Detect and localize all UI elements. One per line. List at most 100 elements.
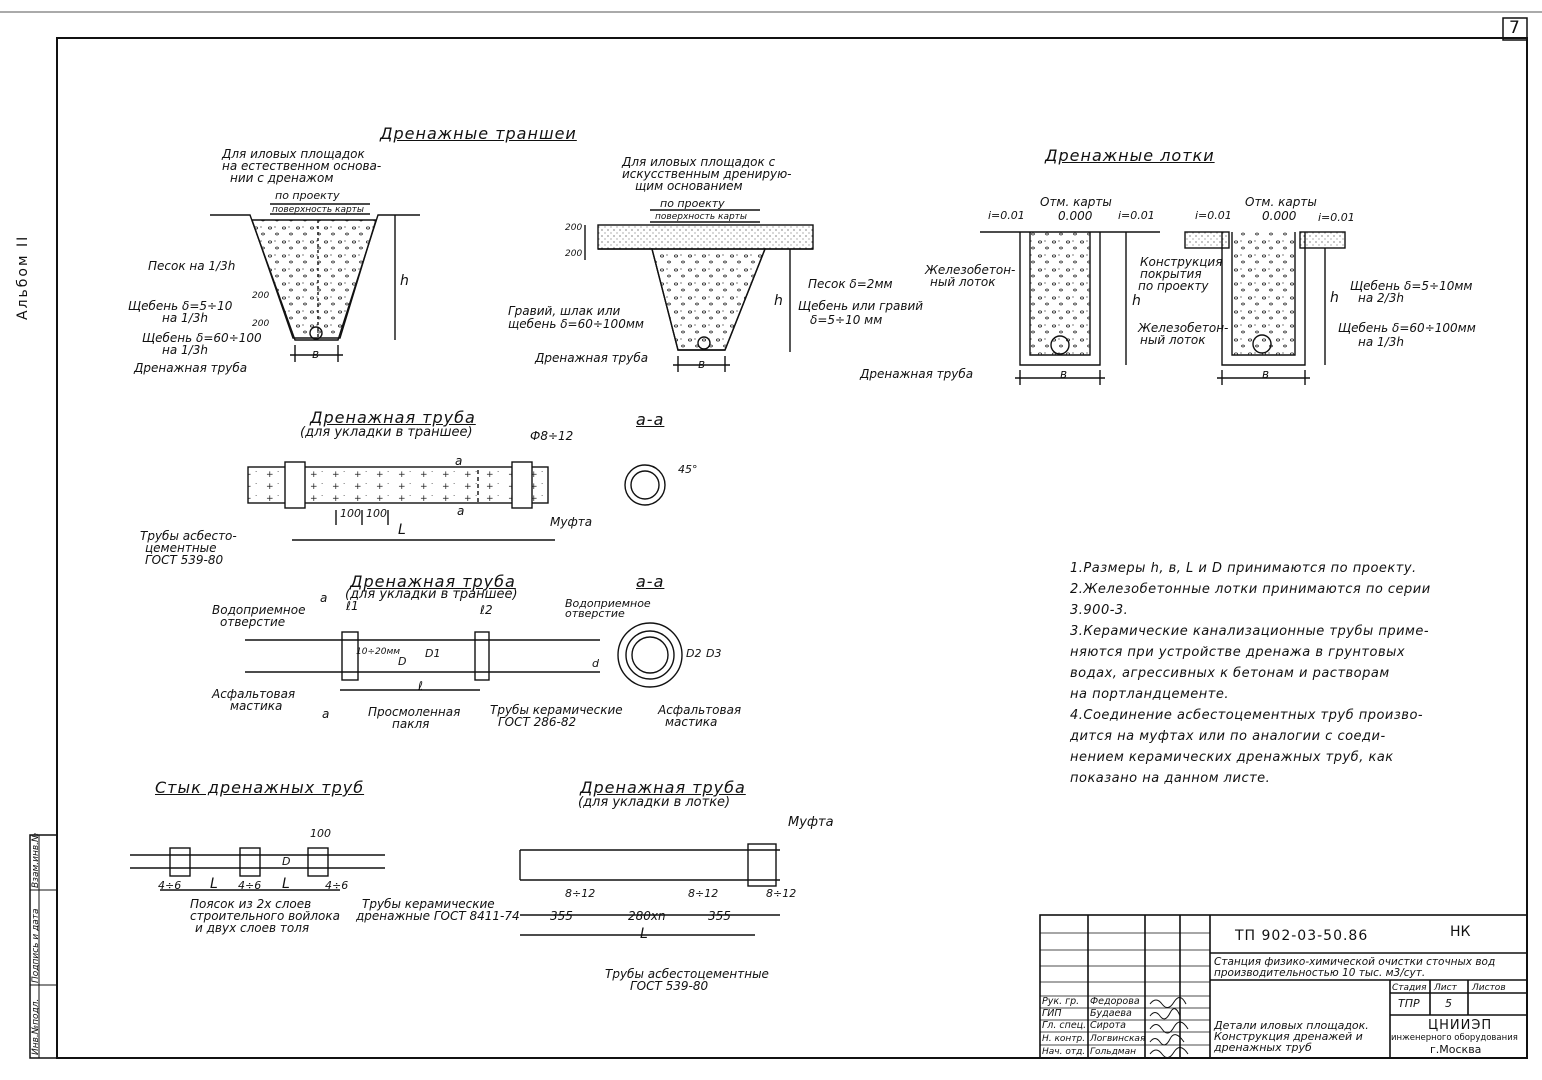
note-line: на портландцементе. [1070, 687, 1229, 702]
title-drawing-a: Детали иловых площадок. [1214, 1019, 1369, 1032]
pipe3-d812a: 8÷12 [565, 887, 596, 900]
pipe2-a-top: а [320, 591, 328, 605]
pipe1-pipes-a: Трубы асбесто- [140, 529, 237, 543]
title-code: ТП 902-03-50.86 [1235, 928, 1369, 944]
pipe2-asphalt2-a: Асфальтовая [658, 703, 742, 717]
joint-belt-b: строительного войлока [190, 909, 340, 923]
tray2-cover-a: Конструкция [1140, 255, 1223, 269]
trench2-gravel: Гравий, шлак или [508, 304, 621, 318]
joint-La: L [210, 876, 218, 892]
pipe3-d812b: 8÷12 [688, 887, 719, 900]
trench1-pipe: Дренажная труба [134, 361, 248, 375]
trench1-h: h [400, 273, 409, 289]
person-name: Федорова [1090, 996, 1140, 1007]
tray1-pipe: Дренажная труба [860, 367, 974, 381]
pipe2-asphalt2-b: мастика [665, 715, 718, 729]
joint-D: D [282, 855, 291, 868]
tray1-zero: 0.000 [1058, 209, 1093, 223]
trench2-by-project: по проекту [660, 197, 725, 210]
pipe1-angle: 45° [678, 463, 698, 476]
note-line: 3.900-3. [1070, 603, 1129, 618]
pipe3-d355b: 355 [708, 909, 731, 923]
note-line: 1.Размеры h, в, L и D принимаются по про… [1070, 561, 1417, 576]
joint-ceramic-b: дренажные ГОСТ 8411-74 [356, 909, 520, 923]
person-role: Н. контр. [1042, 1034, 1086, 1044]
tray1-i-right: i=0.01 [1118, 209, 1155, 222]
trench1-gravel1b: на 1/3h [162, 311, 208, 325]
note-line: дится на муфтах или по аналогии с соеди- [1070, 729, 1386, 744]
pipe2-d: d [592, 657, 599, 670]
pipe-trench2-sub: (для укладки в траншее) [345, 587, 518, 602]
joint-ceramic-a: Трубы керамические [362, 897, 495, 911]
person-role: Рук. гр. [1042, 996, 1080, 1007]
pipe1-coupling: Муфта [550, 515, 593, 529]
person-name: Логвинская [1090, 1034, 1146, 1044]
tray1-b: в [1060, 367, 1068, 381]
tray1-rc-a: Железобетон- [925, 263, 1016, 277]
pipe2-ceramic-a: Трубы керамические [490, 703, 623, 717]
pipe2-intake-a: Водоприемное [212, 603, 306, 617]
trench1-b: в [312, 347, 320, 361]
tray1-h: h [1132, 293, 1141, 309]
joint-dim-100: 100 [310, 827, 331, 840]
tray1-mark: Отм. карты [1040, 195, 1112, 209]
note-line: няются при устройстве дренажа в грунтовы… [1070, 645, 1406, 660]
tray2-mark: Отм. карты [1245, 195, 1317, 209]
tray2-rc-a: Железобетон- [1138, 321, 1229, 335]
joint-dim-46b: 4÷6 [238, 879, 262, 892]
trenches-title: Дренажные траншеи [380, 124, 577, 143]
pipe2-tow-a: Просмоленная [368, 705, 461, 719]
tray2-rc-b: ный лоток [1140, 333, 1206, 347]
trench1-dim-200b: 200 [252, 319, 270, 329]
person-role: Нач. отд. [1042, 1047, 1086, 1057]
title-sheet-h: Лист [1434, 983, 1457, 993]
trench2-h: h [774, 293, 783, 309]
trench2-caption-1: Для иловых площадок с [622, 155, 776, 169]
pipe2-intake2-a: Водоприемное [565, 597, 651, 610]
note-line: 3.Керамические канализационные трубы при… [1070, 624, 1430, 639]
tray2-gravel1b: на 2/3h [1358, 291, 1404, 305]
pipe2-D3: D3 [706, 647, 722, 660]
pipe2-l2: ℓ2 [480, 603, 493, 617]
joint-belt-a: Поясок из 2х слоев [190, 897, 312, 911]
pipe-trench2-title: Дренажная труба [350, 572, 516, 591]
note-line: 4.Соединение асбестоцементных труб произ… [1070, 708, 1424, 723]
title-org-c: г.Москва [1430, 1043, 1482, 1056]
joint-dim-46a: 4÷6 [158, 879, 182, 892]
joint-belt-c: и двух слоев толя [195, 921, 310, 935]
section-aa-2: а-а [636, 572, 665, 591]
trench2-pipe: Дренажная труба [535, 351, 649, 365]
tray2-b: в [1262, 367, 1270, 381]
pipe2-asphalt-b: мастика [230, 699, 283, 713]
title-stage-h: Стадия [1392, 983, 1427, 993]
trench2-caption-2: искусственным дренирую- [622, 167, 792, 181]
trench1-caption-1: Для иловых площадок [222, 147, 365, 161]
tray2-zero: 0.000 [1262, 209, 1297, 223]
trench1-gravel1a: Щебень δ=5÷10 [128, 299, 233, 313]
joint-title: Стык дренажных труб [155, 778, 365, 797]
pipe1-a-bottom: а [457, 504, 465, 518]
trench2-dim-200b: 200 [565, 249, 583, 259]
pipe2-intake-b: отверстие [220, 615, 286, 629]
pipe-trench-sub: (для укладки в траншее) [300, 425, 473, 440]
pipe1-dim-100a: 100 [340, 507, 361, 520]
trench2-gravel3b: δ=5÷10 мм [810, 313, 883, 327]
note-line: показано на данном листе. [1070, 771, 1271, 786]
trench1-caption-2: на естественном основа- [222, 159, 382, 173]
note-line: 2.Железобетонные лотки принимаются по се… [1070, 582, 1431, 597]
tray1-rc-b: ный лоток [930, 275, 996, 289]
trench2-gravel2: щебень δ=60÷100мм [508, 317, 644, 331]
pipe1-pipes-b: цементные [145, 541, 217, 555]
trench1-sand: Песок на 1/3h [148, 259, 236, 273]
title-stage: ТПР [1398, 997, 1420, 1010]
pipe3-pipes-a: Трубы асбестоцементные [605, 967, 769, 981]
pipe1-dim-100b: 100 [366, 507, 387, 520]
title-drawing-c: дренажных труб [1214, 1041, 1312, 1054]
pipe2-l: ℓ [418, 679, 423, 693]
tray2-cover-b: покрытия [1140, 267, 1202, 281]
signature-mark [1149, 1008, 1181, 1020]
